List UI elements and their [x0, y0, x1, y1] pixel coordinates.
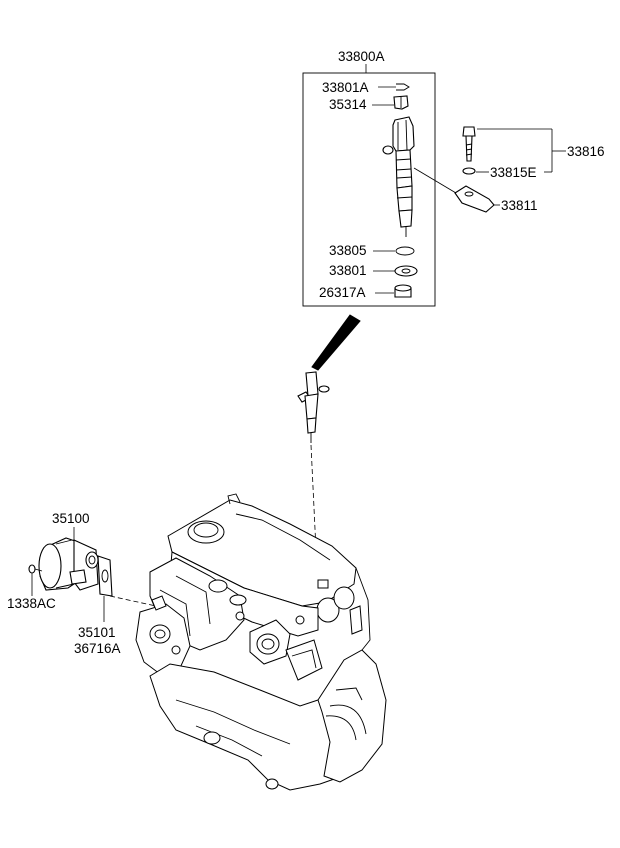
injector-lower	[396, 185, 413, 212]
pump-bolt-head	[28, 564, 36, 574]
injector-ring2	[395, 168, 412, 171]
label-26317A: 26317A	[319, 285, 366, 300]
clamp-hole	[464, 191, 474, 197]
flange-bore-inner	[261, 638, 275, 650]
block-boss1	[265, 778, 279, 790]
label-33816: 33816	[567, 144, 605, 159]
label-33815E: 33815E	[490, 165, 537, 180]
block-boss2	[235, 611, 245, 621]
injector-connector	[382, 145, 394, 155]
pump-assembly: 35100 1338AC 35101 36716A	[7, 511, 157, 656]
bolt-thread1	[465, 143, 473, 146]
pump-housing-port	[149, 624, 171, 644]
installed-head	[305, 371, 319, 397]
o-ring-part	[395, 246, 415, 256]
clamp-to-injector-line	[413, 167, 457, 194]
block-line1	[175, 699, 291, 745]
injector-head-line2	[405, 119, 408, 151]
label-33800A: 33800A	[338, 49, 385, 64]
block-line2	[195, 725, 263, 757]
head-rib2	[227, 493, 241, 505]
bolt-thread2	[465, 148, 473, 151]
manifold-runner2	[159, 589, 191, 637]
flange-bore	[256, 633, 280, 655]
clamp-bolt-group: 33816 33815E 33811	[413, 126, 605, 213]
pointer-wedge	[311, 314, 361, 371]
injector-part	[382, 116, 415, 237]
installed-lower	[306, 417, 317, 434]
pump-body-line1	[55, 539, 73, 545]
pump-front	[38, 543, 62, 589]
installed-injector	[297, 371, 330, 443]
engine-block	[135, 493, 387, 791]
pump-housing-port-inner	[154, 629, 166, 639]
label-33801: 33801	[329, 263, 367, 278]
pump-fitting-side	[69, 569, 87, 585]
filler-cap-inner	[193, 522, 219, 538]
pump-outlet-inner	[88, 555, 96, 565]
pump-body-line2	[55, 583, 75, 589]
clip-part	[396, 83, 410, 91]
injector-assembly-group: 33800A 33801A 35314 33805	[302, 49, 436, 307]
mount-bracket-line	[291, 649, 317, 669]
label-35314: 35314	[329, 97, 367, 112]
clamp-part	[454, 185, 495, 213]
installed-clamp	[318, 385, 330, 393]
pump-mount-line	[109, 595, 157, 607]
gasket-hole	[101, 569, 109, 583]
mount-bracket	[285, 639, 323, 681]
injector-ring4	[396, 196, 413, 199]
gasket-part	[97, 555, 113, 597]
block-boss3	[295, 615, 305, 625]
bolt-shank	[465, 135, 473, 162]
washer-hole	[401, 268, 411, 274]
oil-drain	[203, 731, 221, 745]
pump-outlet	[85, 551, 99, 569]
flywheel-arc1	[329, 704, 367, 735]
label-35101: 35101	[78, 625, 116, 640]
bolt-part	[462, 126, 476, 137]
pump-bolt-shank	[34, 568, 43, 572]
block-boss4	[171, 645, 181, 655]
cam-end-2	[333, 586, 355, 610]
injector-ring1	[395, 158, 412, 161]
washer-part	[394, 265, 418, 277]
installed-body	[304, 393, 319, 420]
assembly-box	[302, 72, 436, 307]
label-33805: 33805	[329, 243, 367, 258]
head-rib1	[235, 513, 331, 561]
flywheel-arc2	[325, 715, 357, 741]
label-35100: 35100	[52, 511, 90, 526]
manifold-port2	[229, 594, 247, 606]
washer-e-part	[462, 167, 476, 175]
injector-head	[392, 116, 415, 152]
flywheel-housing	[317, 649, 387, 783]
rear-line	[355, 567, 371, 651]
injector-ring3	[396, 176, 413, 179]
seal-top	[394, 284, 412, 292]
label-33801A: 33801A	[322, 80, 369, 95]
sensor-block	[317, 579, 329, 589]
sensor-lower	[349, 605, 363, 635]
injector-nozzle	[398, 209, 413, 228]
manifold-port1	[208, 579, 228, 593]
flywheel-arc3	[335, 687, 363, 701]
label-33811: 33811	[501, 198, 538, 213]
filler-cap	[187, 520, 225, 544]
label-36716A: 36716A	[74, 641, 121, 656]
manifold-runner1	[175, 575, 211, 625]
pump-fitting	[151, 595, 167, 611]
label-1338AC: 1338AC	[7, 596, 56, 611]
bolt-thread3	[465, 153, 473, 156]
